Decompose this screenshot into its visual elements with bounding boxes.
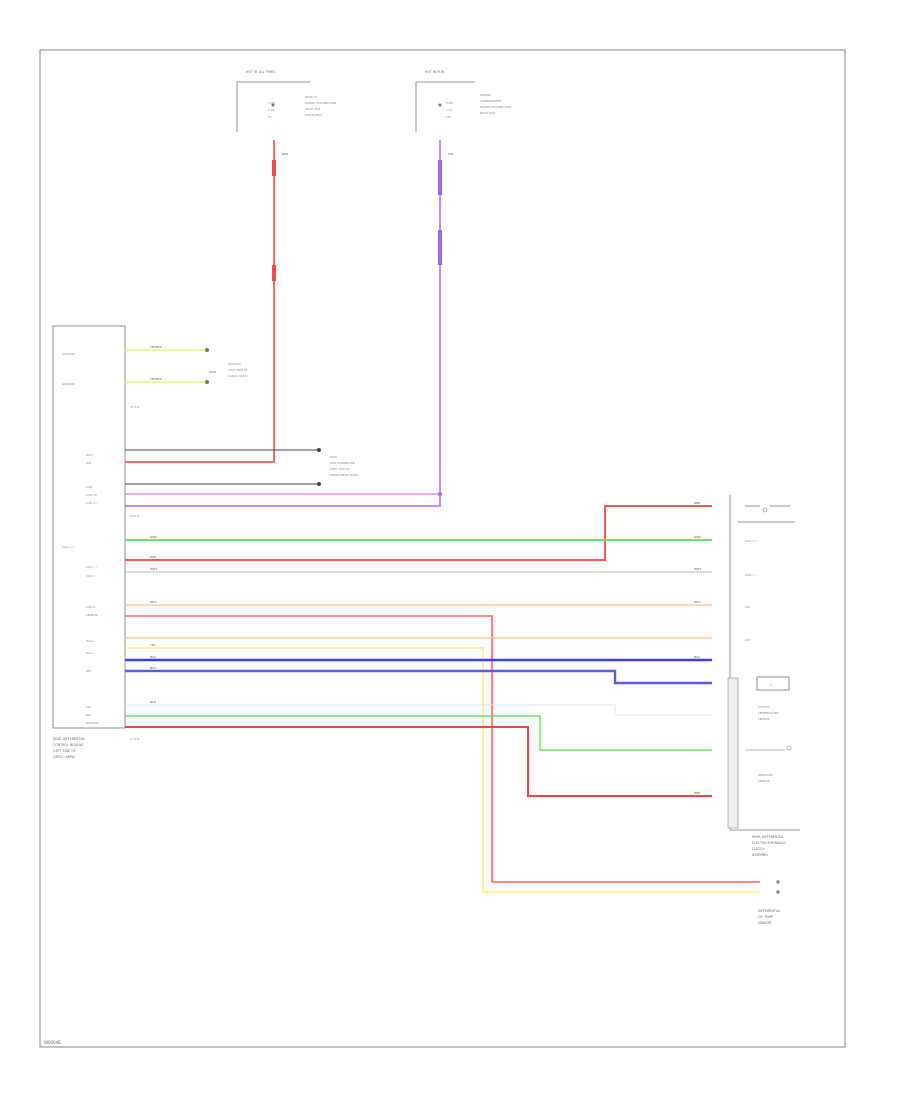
left-module: C1 6 6 C2 6 6 C3 6 6 GROUND GROUND BATT … xyxy=(52,325,139,759)
oil-temp-label-1: DIFFERENTIAL xyxy=(758,909,781,913)
inner-label-1: CLUTCH xyxy=(758,705,769,709)
terminal-8: COIL (-) xyxy=(86,565,97,569)
fuse-left: HOT AT ALL TIMES FUSE 1 0A F6 REAR/LH PO… xyxy=(236,70,336,132)
fuse-left-name-3: F6 xyxy=(268,115,272,119)
inner-label2-1: PRESSURE xyxy=(758,773,773,777)
fuse-right-side-1: ENGINE xyxy=(480,93,491,97)
wire-label-right-5: BLU xyxy=(694,655,700,659)
fuse-right-name-1: FUSE xyxy=(446,101,453,105)
wire-label-ground: BLK xyxy=(150,700,157,704)
can-label-3: (LEFT SIDE OF xyxy=(330,467,350,471)
left-module-name-2: CONTROL MODULE xyxy=(53,743,83,747)
can-label-2: LINK CONNECTOR xyxy=(330,461,355,465)
fuse-left-side-1: REAR/LH xyxy=(305,95,317,99)
wire-label-sig: BLU xyxy=(150,655,156,659)
fuse-left-side-4: PCB BOARD xyxy=(305,113,321,117)
terminal-17: GROUND xyxy=(86,721,99,725)
connector-top-label: C1 6 6 xyxy=(130,405,139,409)
terminal-0: GROUND xyxy=(62,352,75,356)
can-label-1: DATA xyxy=(330,455,337,459)
inner-label2-2: SENSOR xyxy=(758,779,770,783)
fuse-left-side-2: POWER DISTRIBUTION xyxy=(305,101,336,105)
data-link: DATA LINK CONNECTOR (LEFT SIDE OF INSTRU… xyxy=(125,448,359,486)
right-module-title-4: ASSEMBLY xyxy=(752,853,769,857)
inner-label-3: SENSOR xyxy=(758,717,770,721)
ground-wires: YEL/BLK YEL/BLK GROUND (LEFT SIDE OF CAR… xyxy=(125,345,248,384)
wire-label-coil-minus: RED xyxy=(150,555,157,559)
ground-label-1: GROUND xyxy=(228,362,241,366)
fuse-right-box-label: HOT IN RUN xyxy=(425,70,445,74)
ground-label-2: (LEFT SIDE OF xyxy=(228,368,248,372)
signal-wires: GRN RED WHT ORG YEL BLU BLU BLK RED GRN … xyxy=(125,501,760,893)
wire-label-ref: YEL xyxy=(150,643,156,647)
yellow-wire-label-2: YEL/BLK xyxy=(150,377,163,381)
fuse-right-side-3: POWER DISTRIBUTION xyxy=(480,105,511,109)
terminal-16: RET xyxy=(86,713,92,717)
wire-batt-vertical xyxy=(125,140,275,463)
page-frame xyxy=(39,49,846,1048)
yellow-wire-label-1: YEL/BLK xyxy=(150,345,163,349)
wire-label-right-1: RED xyxy=(694,501,701,505)
page-code: W0004E xyxy=(44,1040,61,1045)
terminal-7: COIL (+) xyxy=(62,545,74,549)
wire-label-right-2: GRN xyxy=(694,535,701,539)
right-terminal-2: SIG xyxy=(745,605,750,609)
wire-label-right-3: WHT xyxy=(694,567,701,571)
fuse-right-side-4: RELAY BOX xyxy=(480,111,496,115)
left-module-name-3: (LEFT SIDE OF xyxy=(53,749,76,753)
terminal-9: COIL 1 xyxy=(86,574,95,578)
wire-label-right-6: RED xyxy=(694,791,701,795)
wire-label-coil-plus: GRN xyxy=(150,535,157,539)
terminal-15: SIG xyxy=(86,705,91,709)
oil-temp-label-3: SENSOR xyxy=(758,921,772,925)
connector-mid-label: C2 6 6 xyxy=(130,514,139,518)
right-terminal-1: COIL (-) xyxy=(745,573,756,577)
inner-box-number: 1 xyxy=(770,683,772,687)
right-terminal-0: COIL (+) xyxy=(745,539,757,543)
fuse-left-name-1: FUSE xyxy=(268,101,275,105)
inner-label-2: TEMPERATURE xyxy=(757,711,779,715)
left-module-box xyxy=(52,325,126,729)
terminal-2: BATT xyxy=(86,453,93,457)
ground-label-3: CARGO AREA) xyxy=(228,374,248,378)
right-module-title-3: CLUTCH xyxy=(752,847,765,851)
fuse-left-name-2: 1 0A xyxy=(268,108,274,112)
fuse-right-name-2: 1 0A xyxy=(446,108,452,112)
oil-temp-sensor: DIFFERENTIAL OIL TEMP SENSOR xyxy=(758,880,781,925)
right-module-title-1: REAR DIFFERENTIAL xyxy=(752,835,784,839)
wire-label-ret: BLU xyxy=(150,666,156,670)
wire-label-batt: RED xyxy=(282,152,289,156)
terminal-10: COIL 2 xyxy=(86,605,95,609)
terminal-5: CAN (H) xyxy=(86,493,97,497)
fuse-right-side-2: COMPARTMENT xyxy=(480,99,502,103)
terminal-13: HALL xyxy=(86,651,94,655)
fuse-left-box-label: HOT AT ALL TIMES xyxy=(246,70,275,74)
terminal-11: SENSOR xyxy=(86,613,98,617)
oil-temp-label-2: OIL TEMP xyxy=(758,915,773,919)
terminal-3: IGN xyxy=(86,461,91,465)
terminal-6: CAN (L) xyxy=(86,501,97,505)
terminal-1: GROUND xyxy=(62,382,75,386)
terminal-14: REF xyxy=(86,669,92,673)
wire-label-right-4: ORG xyxy=(694,600,701,604)
wire-label-hall: WHT xyxy=(150,567,157,571)
wire-label-ign: VIO xyxy=(448,152,454,156)
connector-bottom-label: C3 6 6 xyxy=(130,737,139,741)
terminal-12: HALL xyxy=(86,639,94,643)
terminal-4: CAN xyxy=(86,485,92,489)
wire-ign-vertical xyxy=(125,140,441,507)
fuse-left-side-3: RELAY BOX xyxy=(305,107,321,111)
left-module-name-1: REAR DIFFERENTIAL xyxy=(53,737,85,741)
wire-label-sensor: ORG xyxy=(150,600,157,604)
feed-wires: RED VIO xyxy=(125,140,454,507)
fuse-right-name-3: F12 xyxy=(446,115,451,119)
right-module-title-2: ELECTRO-HYDRAULIC xyxy=(752,841,787,845)
right-terminal-3: RET xyxy=(745,638,751,642)
fuse-right: HOT IN RUN FUSE 1 0A F12 ENGINE COMPARTM… xyxy=(415,70,511,132)
right-module: COIL (+) COIL (-) SIG RET 1 CLUTCH TEMPE… xyxy=(727,495,800,857)
can-label-4: INSTRUMENT PANEL) xyxy=(330,473,359,477)
left-module-name-4: CARGO AREA) xyxy=(53,755,75,759)
